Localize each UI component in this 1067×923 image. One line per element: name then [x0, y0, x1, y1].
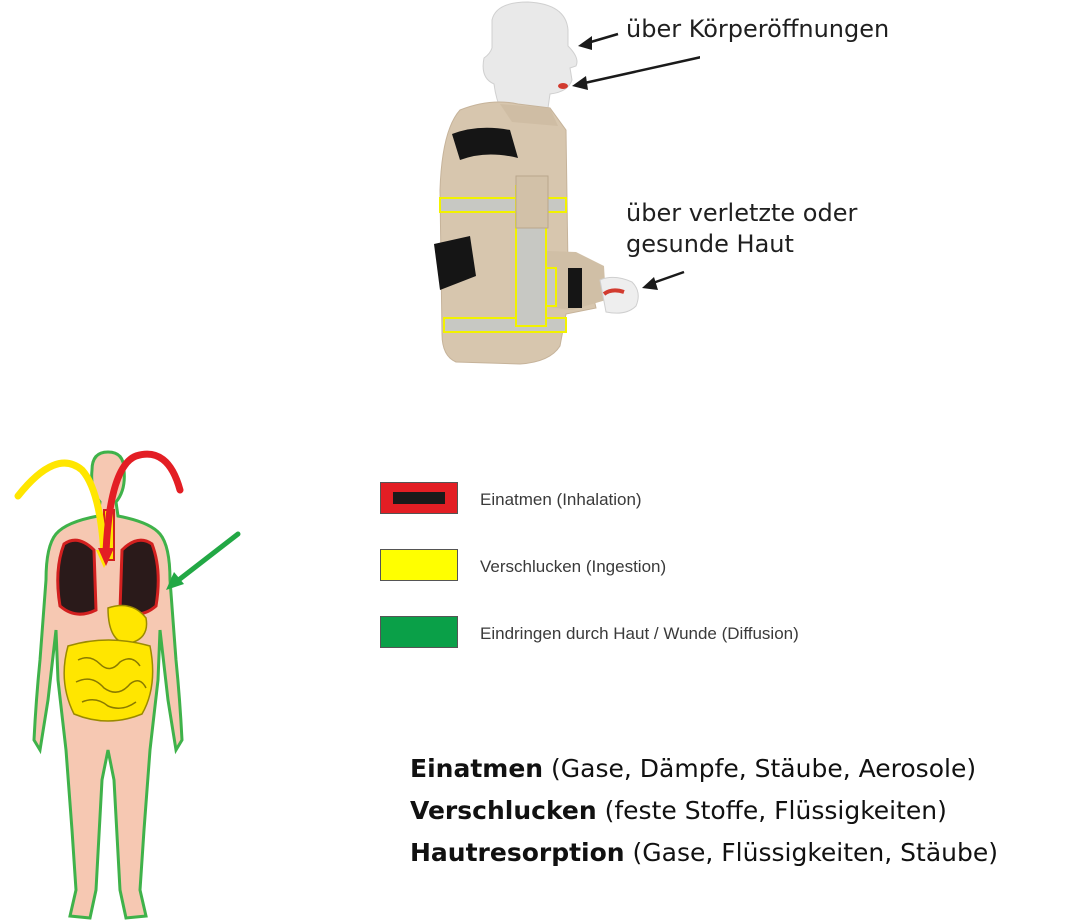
firefighter-jacket	[434, 102, 606, 364]
mouth-mark	[558, 83, 568, 89]
summary-line-inhalation: Einatmen (Gase, Dämpfe, Stäube, Aerosole…	[410, 748, 998, 790]
legend-label-inhalation: Einatmen (Inhalation)	[480, 490, 642, 510]
arrow-to-nose	[578, 34, 618, 50]
legend-label-ingestion: Verschlucken (Ingestion)	[480, 557, 666, 577]
summary-line-skin-resorption: Hautresorption (Gase, Flüssigkeiten, Stä…	[410, 832, 998, 874]
legend-swatch-inhalation	[380, 482, 458, 514]
firefighter-head	[483, 2, 577, 112]
legend-swatch-diffusion	[380, 616, 458, 648]
callout-skin-line1: über verletzte oder	[626, 198, 906, 229]
cuff-band	[568, 268, 582, 308]
anatomy-illustration	[0, 450, 260, 923]
legend-label-diffusion: Eindringen durch Haut / Wunde (Diffusion…	[480, 624, 799, 644]
arrow-to-hand	[642, 272, 684, 290]
legend-swatch-ingestion	[380, 549, 458, 581]
diffusion-arrow	[166, 534, 238, 590]
callout-body-openings: über Körperöffnungen	[626, 14, 889, 45]
firefighter-hand	[600, 277, 638, 313]
callout-skin-line2: gesunde Haut	[626, 229, 906, 260]
summary-line-ingestion: Verschlucken (feste Stoffe, Flüssigkeite…	[410, 790, 998, 832]
chest-pocket	[516, 176, 548, 228]
callout-skin: über verletzte oder gesunde Haut	[626, 198, 906, 260]
arrow-to-mouth	[572, 56, 700, 90]
exposure-routes-summary: Einatmen (Gase, Dämpfe, Stäube, Aerosole…	[410, 748, 998, 874]
